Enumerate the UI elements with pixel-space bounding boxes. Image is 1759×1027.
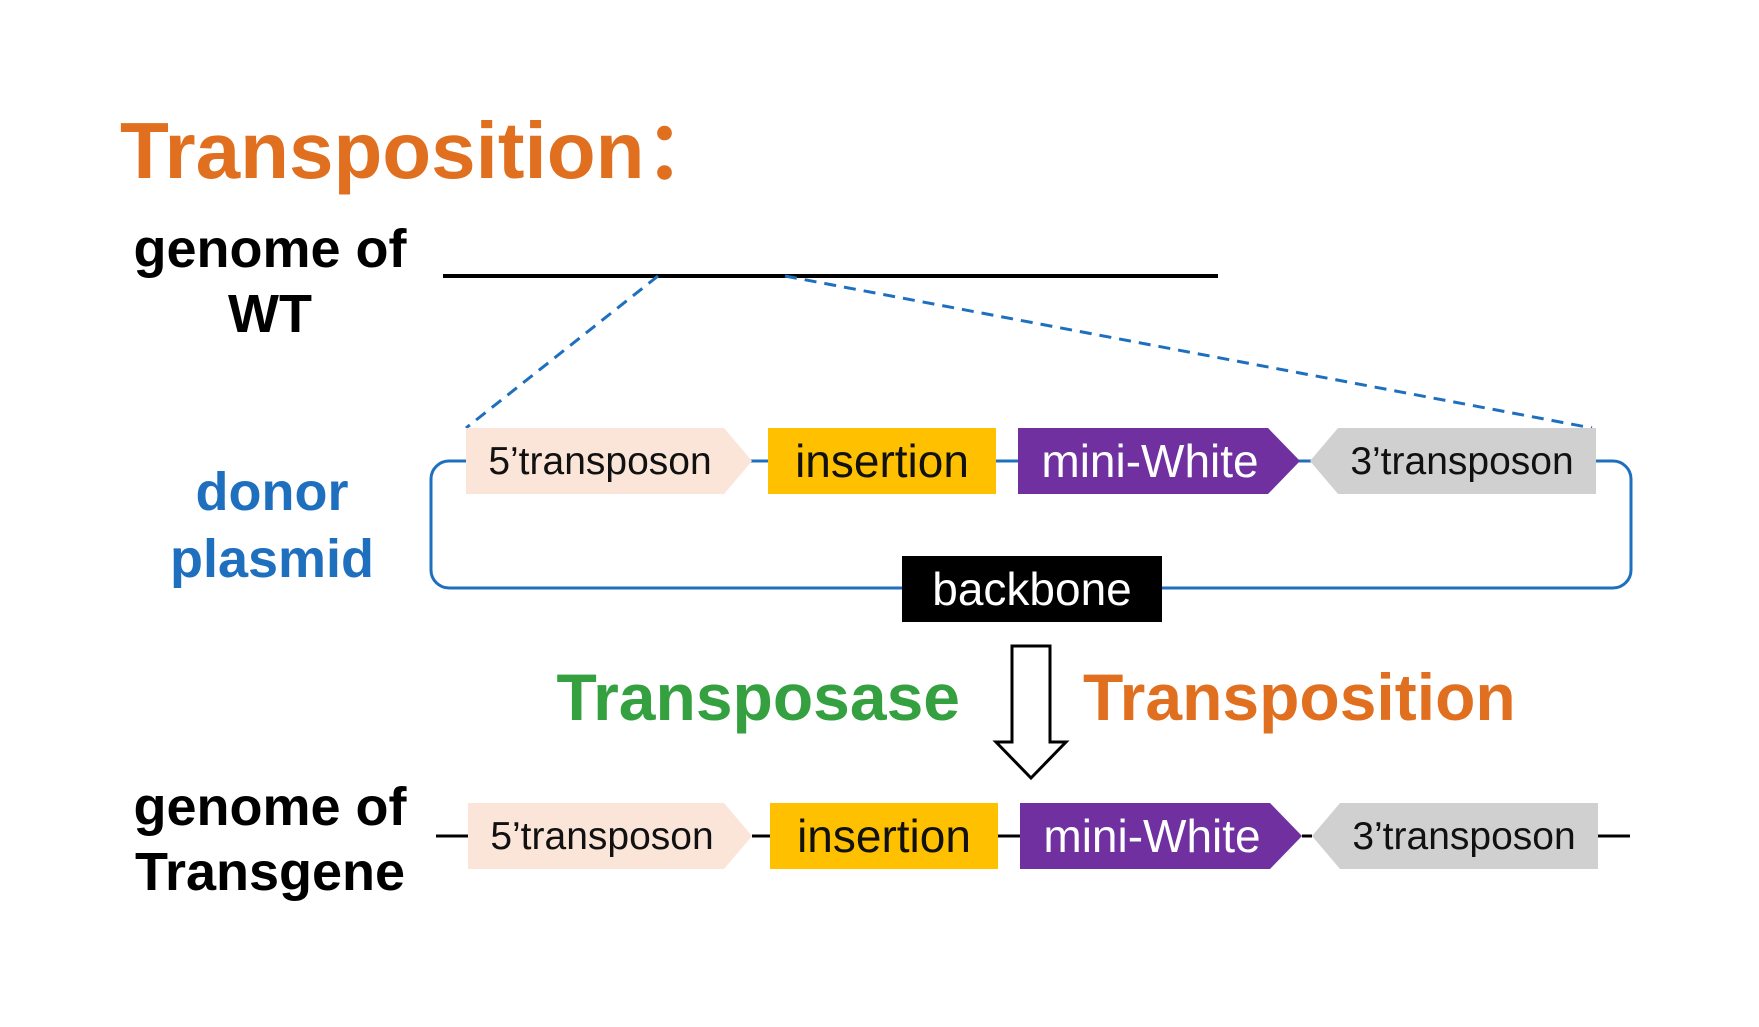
donor-insertion-label: insertion — [795, 435, 969, 487]
transgene-5-transposon-arrow — [468, 803, 752, 869]
transgene-mini-white-label: mini-White — [1043, 810, 1260, 862]
donor-3-transposon-label: 3’transposon — [1350, 440, 1573, 483]
donor-construct: 5’transposon insertion mini-White 3’tran… — [466, 428, 1596, 494]
backbone-box — [902, 556, 1162, 622]
donor-mini-white-arrow — [1018, 428, 1300, 494]
wt-genome-label-line1: genome of — [133, 219, 407, 279]
insertion-site-dashed-right — [784, 274, 1593, 430]
transgene-mini-white-arrow — [1020, 803, 1302, 869]
donor-plasmid-label-line1: donor — [196, 462, 349, 522]
transgene-construct: 5’transposon insertion mini-White 3’tran… — [436, 803, 1630, 869]
transgene-genome-label-line2: Transgene — [135, 842, 405, 902]
donor-plasmid-label-line2: plasmid — [170, 529, 374, 589]
transgene-5-transposon-label: 5’transposon — [490, 815, 713, 858]
transgene-3-transposon-arrow — [1312, 803, 1598, 869]
transgene-insertion-box — [770, 803, 998, 869]
transgene-3-transposon-label: 3’transposon — [1352, 815, 1575, 858]
transgene-insertion-label: insertion — [797, 810, 971, 862]
donor-5-transposon-label: 5’transposon — [488, 440, 711, 483]
transgene-genome-label-line1: genome of — [133, 777, 407, 837]
donor-mini-white-label: mini-White — [1041, 435, 1258, 487]
backbone-label: backbone — [932, 563, 1132, 615]
donor-3-transposon-arrow — [1310, 428, 1596, 494]
down-arrow-icon — [992, 644, 1070, 781]
page-title: Transposition： — [120, 106, 725, 195]
transposase-label: Transposase — [556, 660, 960, 734]
insertion-site-dashed-left — [465, 274, 659, 430]
wt-genome-label-line2: WT — [228, 284, 312, 344]
donor-insertion-box — [768, 428, 996, 494]
transposition-label: Transposition — [1083, 660, 1516, 734]
donor-5-transposon-arrow — [466, 428, 752, 494]
